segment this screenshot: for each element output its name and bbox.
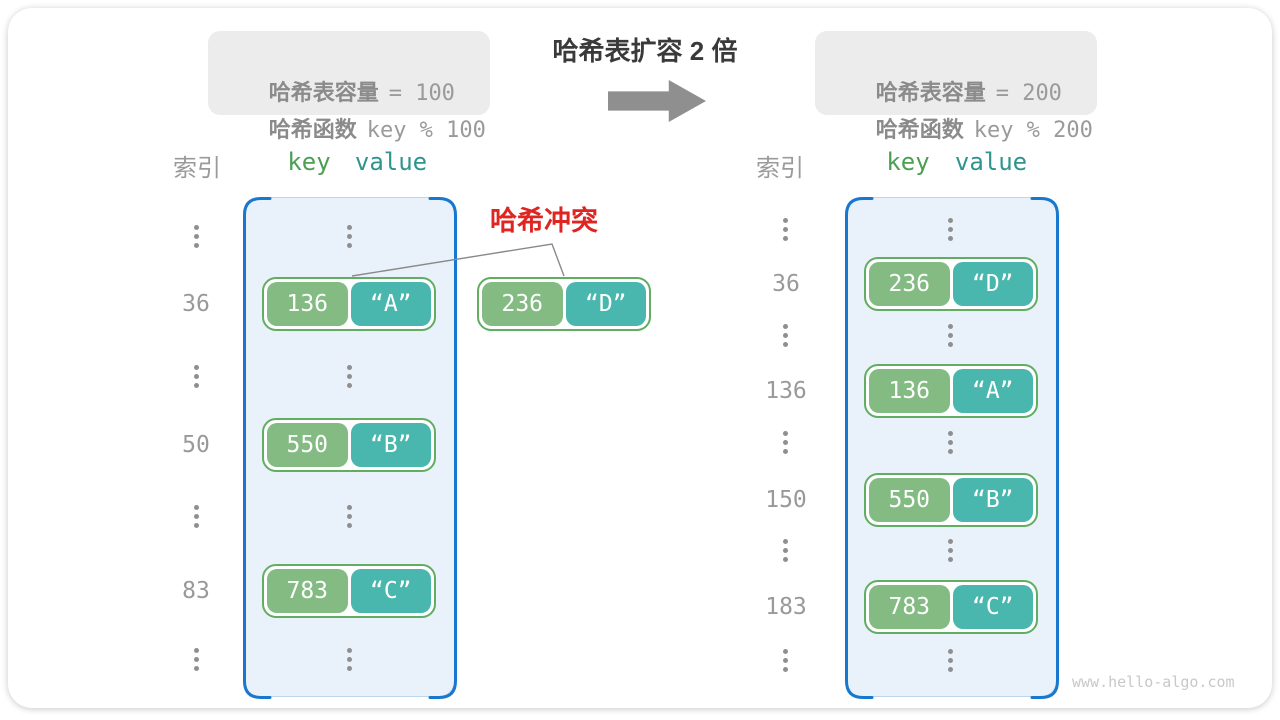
value-box: “C” (952, 585, 1033, 629)
kv-pair: 550 “B” (864, 473, 1038, 527)
hash-fn-label: 哈希函数 (268, 117, 357, 142)
ellipsis-icon (783, 649, 788, 672)
key-box: 236 (869, 262, 950, 306)
key-box: 783 (869, 585, 950, 629)
ellipsis-icon (783, 324, 788, 347)
ellipsis-icon (194, 365, 199, 388)
ellipsis-icon (948, 539, 953, 562)
key-box: 136 (267, 282, 348, 326)
ellipsis-icon (783, 218, 788, 241)
key-box: 236 (482, 282, 563, 326)
info-box-after: 哈希表容量 = 200 哈希函数 key % 200 (815, 31, 1097, 143)
ellipsis-icon (347, 365, 352, 388)
ellipsis-icon (783, 539, 788, 562)
hash-fn-value: key % 200 (973, 118, 1093, 143)
key-box: 550 (267, 423, 348, 467)
canvas-card (8, 8, 1272, 708)
value-box: “D” (565, 282, 646, 326)
value-box: “A” (350, 282, 431, 326)
ellipsis-icon (194, 225, 199, 248)
kv-pair: 783 “C” (262, 564, 436, 618)
ellipsis-icon (347, 648, 352, 671)
capacity-value: = 100 (388, 81, 455, 106)
capacity-line: 哈希表容量 = 200 (839, 37, 1097, 106)
hash-fn-line: 哈希函数 key % 200 (839, 74, 1097, 143)
watermark: www.hello-algo.com (1072, 673, 1235, 691)
ellipsis-icon (783, 431, 788, 454)
ellipsis-icon (194, 648, 199, 671)
ellipsis-icon (347, 505, 352, 528)
value-box: “A” (952, 369, 1033, 413)
bucket-bracket-icon (845, 197, 1059, 699)
value-header-before: value (354, 148, 428, 176)
index-label: 83 (182, 578, 210, 604)
index-header-before: 索引 (173, 155, 221, 182)
key-header-before: key (287, 148, 331, 176)
kv-pair: 783 “C” (864, 580, 1038, 634)
ellipsis-icon (948, 649, 953, 672)
ellipsis-icon (194, 505, 199, 528)
key-box: 550 (869, 478, 950, 522)
index-label: 36 (182, 291, 210, 317)
index-header-after: 索引 (756, 155, 804, 182)
key-box: 783 (267, 569, 348, 613)
expansion-title: 哈希表扩容 2 倍 (552, 36, 738, 66)
value-box: “B” (350, 423, 431, 467)
index-label: 183 (765, 594, 807, 620)
value-header-after: value (954, 148, 1028, 176)
hash-fn-line: 哈希函数 key % 100 (232, 74, 490, 143)
index-label: 50 (182, 432, 210, 458)
key-header-after: key (886, 148, 930, 176)
ellipsis-icon (948, 431, 953, 454)
index-label: 150 (765, 487, 807, 513)
capacity-line: 哈希表容量 = 100 (232, 37, 490, 106)
kv-pair: 136 “A” (864, 364, 1038, 418)
value-box: “D” (952, 262, 1033, 306)
index-label: 136 (765, 378, 807, 404)
ellipsis-icon (347, 225, 352, 248)
kv-pair: 236 “D” (864, 257, 1038, 311)
ellipsis-icon (948, 218, 953, 241)
value-box: “C” (350, 569, 431, 613)
collision-label: 哈希冲突 (490, 206, 598, 236)
collision-kv-pair: 236 “D” (477, 277, 651, 331)
key-box: 136 (869, 369, 950, 413)
hash-fn-label: 哈希函数 (875, 117, 964, 142)
hash-fn-value: key % 100 (366, 118, 486, 143)
value-box: “B” (952, 478, 1033, 522)
bucket-bracket-icon (243, 197, 457, 699)
index-label: 36 (772, 271, 800, 297)
kv-pair: 550 “B” (262, 418, 436, 472)
capacity-value: = 200 (995, 81, 1062, 106)
capacity-label: 哈希表容量 (268, 80, 379, 105)
info-box-before: 哈希表容量 = 100 哈希函数 key % 100 (208, 31, 490, 143)
ellipsis-icon (948, 324, 953, 347)
kv-pair: 136 “A” (262, 277, 436, 331)
capacity-label: 哈希表容量 (875, 80, 986, 105)
